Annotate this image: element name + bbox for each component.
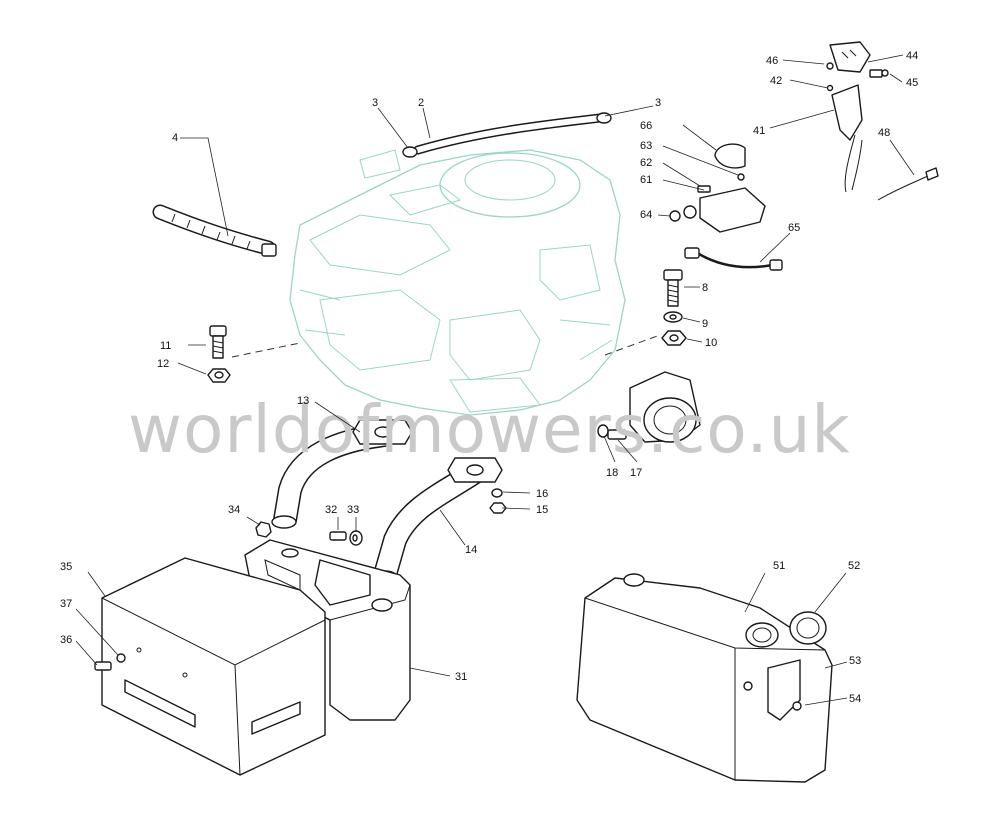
bolt-15-16 [489, 488, 507, 514]
callout-48: 48 [878, 127, 890, 139]
wire-harness [684, 247, 783, 271]
callout-8: 8 [702, 282, 708, 294]
exhaust-pipe-14 [372, 457, 503, 584]
fuel-tank [576, 573, 833, 783]
bolt-nut-left [207, 325, 231, 383]
callout-64: 64 [640, 209, 652, 221]
callout-labels: 3 2 3 4 8 9 10 11 12 13 14 15 16 17 18 3… [60, 50, 918, 705]
callout-45: 45 [906, 77, 918, 89]
exhaust-pipe-13 [271, 419, 413, 529]
silencer [244, 539, 411, 721]
breather-hose [152, 204, 277, 257]
mount-centerline-right [604, 334, 661, 356]
callout-14: 14 [465, 544, 477, 556]
callout-32: 32 [325, 504, 337, 516]
callout-11: 11 [160, 340, 171, 352]
callout-63: 63 [640, 140, 652, 152]
callout-37: 37 [60, 598, 72, 610]
callout-51: 51 [773, 560, 785, 572]
callout-12: 12 [157, 358, 169, 370]
callout-9: 9 [702, 318, 708, 330]
oil-filter-bolt [597, 371, 701, 443]
callout-3b: 3 [655, 97, 661, 109]
callout-66: 66 [640, 120, 652, 132]
callout-46: 46 [766, 55, 778, 67]
callout-16: 16 [536, 488, 548, 500]
callout-35: 35 [60, 561, 72, 573]
throttle-assembly [826, 41, 939, 201]
callout-34: 34 [228, 504, 240, 516]
solenoid-assembly [669, 143, 766, 233]
callout-10: 10 [705, 337, 717, 349]
callout-61: 61 [640, 174, 652, 186]
mount-centerline-left [231, 342, 301, 358]
fasteners-32-34 [255, 521, 363, 546]
heat-shield [94, 557, 326, 776]
callout-31: 31 [455, 671, 467, 683]
callout-15: 15 [536, 504, 548, 516]
callout-13: 13 [297, 395, 309, 407]
callout-3a: 3 [372, 97, 378, 109]
callout-52: 52 [848, 560, 860, 572]
engine-outline [289, 149, 626, 416]
bolt-washer-nut-right [661, 269, 687, 346]
callout-36: 36 [60, 634, 72, 646]
callout-2: 2 [418, 97, 424, 109]
callout-41: 41 [753, 125, 765, 137]
callout-53: 53 [849, 655, 861, 667]
callout-4: 4 [172, 132, 178, 144]
callout-62: 62 [640, 157, 652, 169]
leader-lines [75, 54, 915, 706]
callout-44: 44 [906, 50, 918, 62]
callout-42: 42 [770, 75, 782, 87]
watermark: worldofmowers.co.uk [128, 391, 851, 468]
callout-65: 65 [788, 222, 800, 234]
callout-33: 33 [347, 504, 359, 516]
callout-17: 17 [630, 467, 642, 479]
fuel-hose [402, 112, 612, 158]
callout-18: 18 [606, 467, 618, 479]
callout-54: 54 [849, 693, 861, 705]
